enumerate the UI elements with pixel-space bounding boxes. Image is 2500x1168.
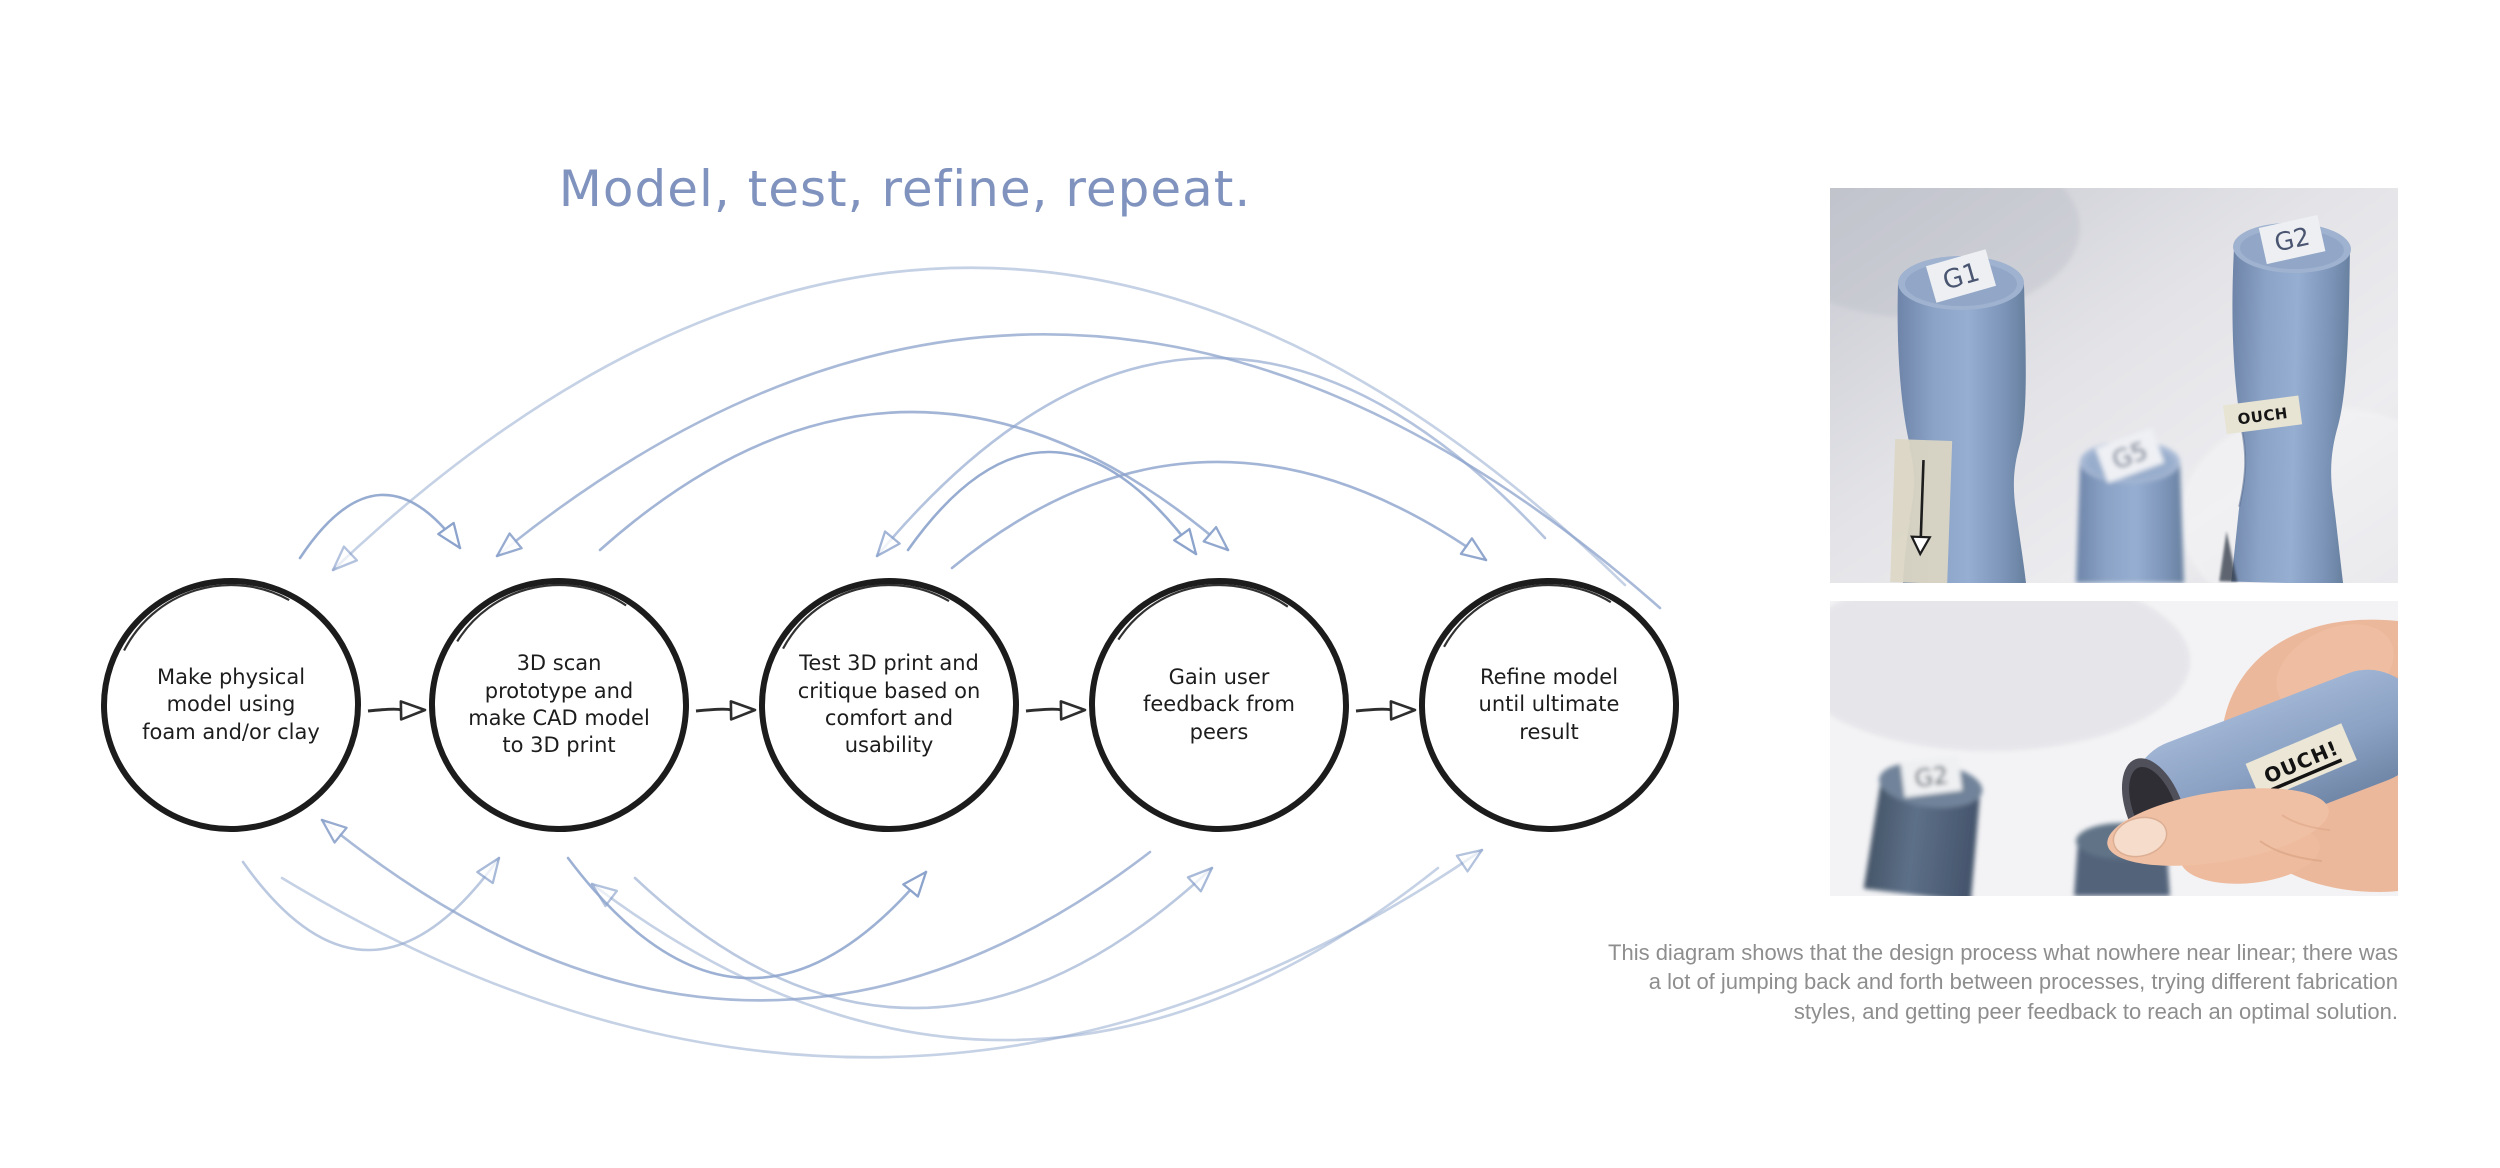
feedback-arc-5-to-2 — [590, 866, 1440, 1042]
hand-thumb — [2107, 788, 2331, 884]
grip-prototypes-illustration: G5 G1 G2 OUCH — [1830, 188, 2398, 583]
knuckle-crease — [2259, 840, 2323, 862]
photo-grip-test: G2 OUCH! — [1830, 601, 2398, 896]
process-step-label-1: Make physical model using foam and/or cl… — [142, 665, 320, 744]
process-circle-1 — [101, 577, 361, 833]
grip-test-illustration: G2 OUCH! — [1830, 601, 2398, 896]
process-step-label-2: 3D scan prototype and make CAD model to … — [468, 651, 650, 758]
feedback-arc-3-to-4 — [906, 450, 1198, 556]
forward-arrow-1-to-2 — [367, 700, 427, 721]
forward-arrow-3-to-4 — [1025, 700, 1087, 721]
photo-grip-prototypes: G5 G1 G2 OUCH — [1830, 188, 2398, 583]
caption-text: This diagram shows that the design proce… — [1608, 940, 2398, 1024]
feedback-arc-4-to-1 — [320, 818, 1152, 1002]
feedback-arc-3-to-5 — [950, 460, 1488, 570]
feedback-arc-1-to-5 — [280, 848, 1484, 1059]
process-step-label-5: Refine model until ultimate result — [1478, 665, 1620, 744]
tape-shadow — [2219, 531, 2238, 582]
process-circle-2 — [429, 577, 689, 833]
tape-ouch: OUCH — [2222, 395, 2303, 435]
forward-arrow-4-to-5 — [1355, 700, 1417, 721]
background-shadow — [1830, 601, 2190, 751]
feedback-arc-1-to-2 — [298, 493, 462, 560]
label-g2: G2 — [1900, 755, 1963, 798]
tape-arrow — [1890, 439, 1953, 583]
process-step-label-4: Gain user feedback from peers — [1142, 665, 1295, 744]
process-circle-3 — [759, 577, 1019, 833]
feedback-arc-1-to-2 — [241, 856, 501, 952]
label-g1: G1 — [1925, 249, 1997, 303]
feedback-arc-5-to-1 — [331, 266, 1627, 587]
label-g2: G2 — [2258, 214, 2326, 265]
svg-text:G2: G2 — [1913, 761, 1950, 793]
feedback-arc-2-to-4 — [633, 866, 1214, 1010]
process-flow-diagram — [101, 266, 1679, 1059]
thumbnail — [2112, 816, 2168, 858]
cylinder-g1: G1 — [1890, 249, 2026, 583]
label-g5: G5 — [2095, 427, 2165, 484]
feedback-arc-5-to-2 — [495, 333, 1662, 610]
down-arrow-icon — [1910, 535, 1932, 557]
knuckle-crease — [2281, 814, 2331, 831]
feedback-arc-5-to-3 — [875, 356, 1547, 558]
process-circle-5 — [1419, 577, 1679, 833]
process-circle-4 — [1089, 577, 1349, 833]
feedback-arc-2-to-4 — [598, 410, 1230, 552]
cylinder-g5: G5 — [2076, 427, 2184, 583]
page-title: Model, test, refine, repeat. — [558, 160, 1252, 218]
feedback-arc-2-to-3 — [566, 856, 928, 980]
cylinder-g2-background: G2 — [1863, 755, 1983, 896]
forward-arrow-2-to-3 — [695, 700, 757, 721]
process-step-label-3: Test 3D print and critique based on comf… — [797, 651, 981, 758]
cylinder-g2: G2 OUCH — [2219, 214, 2351, 583]
